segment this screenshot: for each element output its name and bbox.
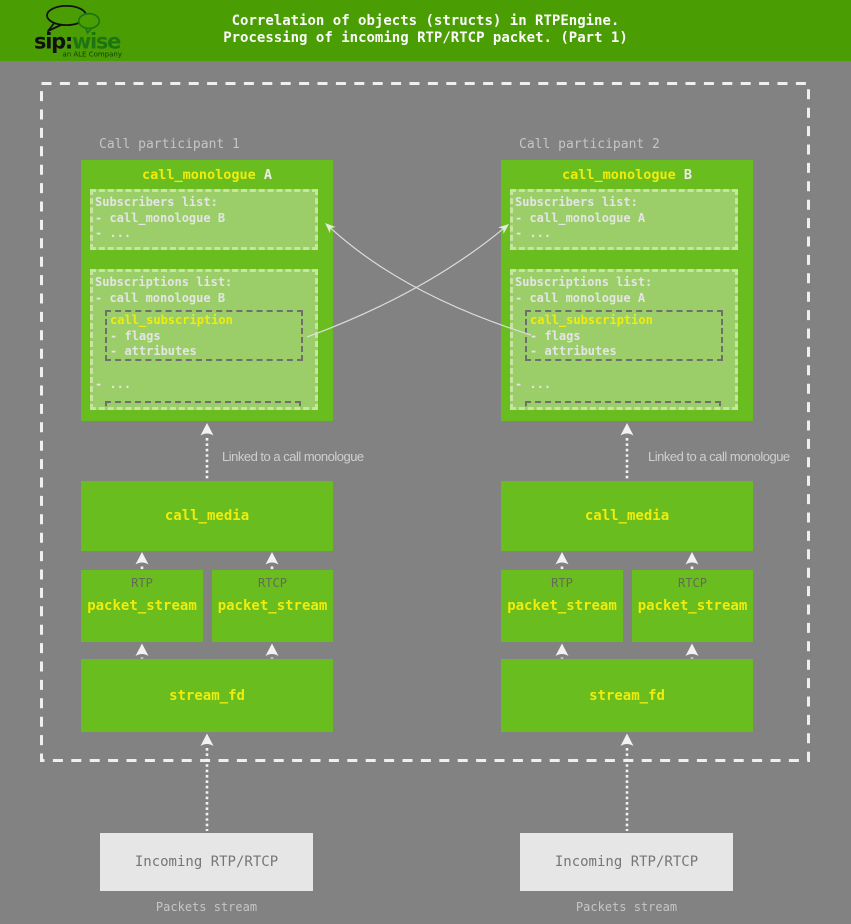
call-subscription-title-b: call_subscription bbox=[530, 313, 653, 327]
call-media-title-1: call_media bbox=[164, 508, 250, 524]
participant-2-label: Call participant 2 bbox=[519, 137, 660, 152]
call-monologue-a-title: call_monologue A bbox=[81, 167, 333, 183]
call-subscription-box-b: call_subscription - flags - attributes bbox=[525, 310, 723, 361]
rtcp-label-1: RTCP bbox=[258, 576, 287, 590]
linked-label-2: Linked to a call monologue bbox=[648, 449, 790, 464]
subscriptions-item-b: - call monologue A bbox=[515, 290, 646, 305]
stream-fd-box-1: stream_fd bbox=[81, 659, 333, 732]
subscribers-item-b-1: - ... bbox=[515, 226, 552, 241]
subscribers-list-panel-b: Subscribers list: - call_monologue A - .… bbox=[510, 189, 738, 250]
subscriptions-ellipsis-a: - ... bbox=[95, 377, 132, 391]
rtcp-label-2: RTCP bbox=[678, 576, 707, 590]
subscribers-item-a-1: - ... bbox=[95, 226, 132, 241]
call-subscription-field-a-0: - flags bbox=[110, 328, 161, 343]
subscribers-title-a: Subscribers list: bbox=[95, 195, 218, 209]
header-bar: sip:wise an ALE Company Correlation of o… bbox=[0, 0, 851, 61]
incoming-rtp-rtcp-box-2: Incoming RTP/RTCP bbox=[520, 833, 733, 891]
call-monologue-a-box: call_monologue A Subscribers list: - cal… bbox=[81, 160, 333, 421]
call-subscription-partial-box-b bbox=[525, 401, 721, 407]
stream-fd-title-2: stream_fd bbox=[589, 687, 665, 704]
call-media-title-2: call_media bbox=[584, 508, 670, 524]
call-monologue-b-box: call_monologue B Subscribers list: - cal… bbox=[501, 160, 753, 421]
call-subscription-box-a: call_subscription - flags - attributes bbox=[105, 310, 303, 361]
packet-stream-title-rtp-1: packet_stream bbox=[87, 598, 197, 614]
rtp-label-2: RTP bbox=[551, 576, 573, 590]
linked-label-1: Linked to a call monologue bbox=[222, 449, 364, 464]
rtp-label-1: RTP bbox=[131, 576, 153, 590]
speech-bubble-small-icon bbox=[77, 12, 101, 30]
call-subscription-field-b-1: - attributes bbox=[530, 344, 617, 359]
call-subscription-field-b-0: - flags bbox=[530, 328, 581, 343]
packet-stream-title-rtcp-1: packet_stream bbox=[217, 598, 328, 614]
subscriptions-list-panel-b: Subscriptions list: - call monologue A c… bbox=[510, 269, 738, 410]
call-media-box-2: call_media bbox=[501, 481, 753, 551]
sipwise-logo: sip:wise an ALE Company bbox=[34, 4, 122, 59]
page-title-line2: Processing of incoming RTP/RTCP packet. … bbox=[223, 30, 628, 46]
subscriptions-title-b: Subscriptions list: bbox=[515, 275, 653, 289]
subscribers-item-a-0: - call_monologue B bbox=[95, 210, 226, 225]
packet-stream-rtp-box-2: RTP packet_stream bbox=[501, 570, 623, 642]
participant-1-label: Call participant 1 bbox=[99, 137, 240, 152]
packet-stream-title-rtp-2: packet_stream bbox=[507, 598, 617, 614]
speech-bubbles-icon bbox=[46, 4, 101, 34]
incoming-title-1: Incoming RTP/RTCP bbox=[134, 854, 279, 870]
stream-fd-box-2: stream_fd bbox=[501, 659, 753, 732]
call-monologue-b-title-text: call_monologue bbox=[561, 167, 676, 183]
packet-stream-title-rtcp-2: packet_stream bbox=[637, 598, 748, 614]
call-media-box-1: call_media bbox=[81, 481, 333, 551]
packets-stream-label-1: Packets stream bbox=[155, 900, 258, 914]
boundary-dashed-rect bbox=[40, 82, 810, 762]
logo-text-sip: sip: bbox=[34, 30, 72, 54]
subscriptions-list-panel-a: Subscriptions list: - call monologue B c… bbox=[90, 269, 318, 410]
call-monologue-b-instance: B bbox=[675, 167, 693, 183]
packet-stream-rtp-box-1: RTP packet_stream bbox=[81, 570, 203, 642]
page-title: Correlation of objects (structs) in RTPE… bbox=[0, 13, 851, 47]
packet-stream-rtcp-box-1: RTCP packet_stream bbox=[212, 570, 333, 642]
subscribers-item-b-0: - call_monologue A bbox=[515, 210, 646, 225]
subscribers-title-b: Subscribers list: bbox=[515, 195, 638, 209]
call-subscription-field-a-1: - attributes bbox=[110, 344, 197, 359]
subscribers-list-panel-a: Subscribers list: - call_monologue B - .… bbox=[90, 189, 318, 250]
incoming-rtp-rtcp-box-1: Incoming RTP/RTCP bbox=[100, 833, 313, 891]
incoming-title-2: Incoming RTP/RTCP bbox=[554, 854, 699, 870]
call-monologue-b-title: call_monologue B bbox=[501, 167, 753, 183]
page-title-line1: Correlation of objects (structs) in RTPE… bbox=[231, 13, 620, 29]
call-monologue-a-instance: A bbox=[255, 167, 273, 183]
logo-wordmark: sip:wise bbox=[34, 30, 121, 54]
packet-stream-rtcp-box-2: RTCP packet_stream bbox=[632, 570, 753, 642]
participant-2-column: Call participant 2 call_monologue B Subs… bbox=[420, 0, 851, 924]
subscriptions-ellipsis-b: - ... bbox=[515, 377, 552, 391]
rtpengine-boundary-frame bbox=[40, 82, 810, 762]
packets-stream-label-2: Packets stream bbox=[575, 900, 678, 914]
call-subscription-title-a: call_subscription bbox=[110, 313, 233, 327]
call-monologue-a-title-text: call_monologue bbox=[141, 167, 256, 183]
stream-fd-title-1: stream_fd bbox=[169, 687, 245, 704]
call-subscription-partial-box-a bbox=[105, 401, 301, 407]
logo-tagline: an ALE Company bbox=[62, 51, 122, 59]
logo-text-wise: wise bbox=[72, 30, 121, 54]
subscriptions-item-a: - call monologue B bbox=[95, 290, 226, 305]
subscriptions-title-a: Subscriptions list: bbox=[95, 275, 233, 289]
participant-1-column: Call participant 1 call_monologue A Subs… bbox=[81, 137, 364, 914]
